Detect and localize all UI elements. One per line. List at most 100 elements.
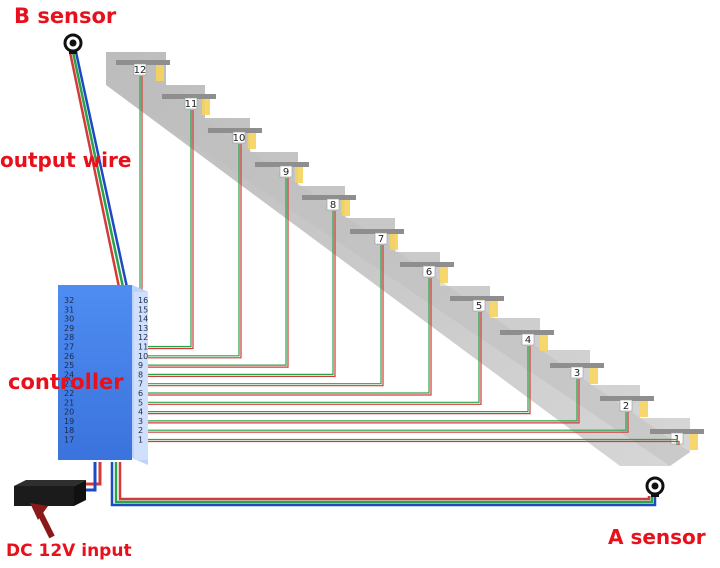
port-label-left: 20 bbox=[64, 408, 74, 417]
port-label-left: 31 bbox=[64, 305, 74, 314]
step-lamp-icon bbox=[490, 301, 498, 317]
step-lamp-icon bbox=[590, 368, 598, 384]
step-wire-green bbox=[148, 245, 382, 385]
step-number: 8 bbox=[330, 200, 336, 211]
port-label-right: 8 bbox=[138, 370, 143, 379]
step-wiring bbox=[139, 76, 680, 445]
port-label-right: 14 bbox=[138, 315, 148, 324]
port-label-left: 26 bbox=[64, 352, 74, 361]
step-lamp-icon bbox=[342, 200, 350, 216]
port-label-left: 22 bbox=[64, 389, 74, 398]
step-lamp-icon bbox=[156, 65, 164, 81]
a-sensor-wire bbox=[110, 462, 657, 507]
step-label-box bbox=[422, 265, 436, 278]
port-label-left: 30 bbox=[64, 315, 74, 324]
step-tread bbox=[600, 396, 654, 401]
port-label-right: 10 bbox=[138, 352, 148, 361]
port-label-left: 23 bbox=[64, 380, 74, 389]
step-tread bbox=[162, 94, 216, 99]
port-label-right: 15 bbox=[138, 305, 148, 314]
step-tread bbox=[350, 229, 404, 234]
port-label-left: 25 bbox=[64, 361, 74, 370]
step-wire-green bbox=[148, 312, 480, 403]
step-number: 3 bbox=[574, 368, 580, 379]
port-label-left: 32 bbox=[64, 296, 74, 305]
step-lamp-icon bbox=[295, 167, 303, 183]
b-sensor-label: B sensor bbox=[14, 4, 117, 28]
step-wire-green bbox=[148, 438, 678, 445]
port-label-right: 13 bbox=[138, 324, 148, 333]
port-label-left: 21 bbox=[64, 398, 74, 407]
step-wire-red bbox=[148, 412, 629, 433]
step-tread bbox=[116, 60, 170, 65]
step-tread bbox=[550, 363, 604, 368]
port-label-right: 9 bbox=[138, 361, 143, 370]
step-number: 7 bbox=[378, 234, 384, 245]
step-wire-red bbox=[148, 312, 482, 405]
step-wire-green bbox=[148, 211, 334, 375]
dc-input-arrow bbox=[30, 503, 55, 539]
step-wire-red bbox=[148, 110, 194, 350]
port-label-left: 27 bbox=[64, 343, 74, 352]
step-number: 10 bbox=[233, 133, 246, 144]
step-tread bbox=[650, 429, 704, 434]
port-label-right: 4 bbox=[138, 408, 143, 417]
step-lamp-icon bbox=[540, 335, 548, 351]
port-label-left: 28 bbox=[64, 333, 74, 342]
step-lamp-icon bbox=[440, 267, 448, 283]
step-number: 2 bbox=[623, 401, 629, 412]
step-tread bbox=[255, 162, 309, 167]
step-label-box bbox=[619, 399, 633, 412]
port-label-left: 29 bbox=[64, 324, 74, 333]
step-wire-red bbox=[148, 211, 336, 377]
b-sensor-wire bbox=[68, 51, 130, 293]
b-sensor-icon bbox=[63, 33, 83, 54]
port-label-left: 18 bbox=[64, 426, 74, 435]
port-label-right: 6 bbox=[138, 389, 143, 398]
step-tread bbox=[302, 195, 356, 200]
step-tread bbox=[400, 262, 454, 267]
port-label-left: 24 bbox=[64, 370, 74, 379]
controller-front bbox=[58, 285, 132, 460]
step-wire-green bbox=[148, 144, 240, 357]
step-wire-red bbox=[148, 440, 680, 445]
step-wire-red bbox=[148, 278, 432, 396]
step-wire-red bbox=[148, 178, 289, 368]
port-label-right: 1 bbox=[138, 436, 143, 445]
step-wire-green bbox=[148, 412, 627, 431]
output-wire-label: output wire bbox=[0, 148, 131, 172]
step-label-box bbox=[374, 232, 388, 245]
step-wire-green bbox=[148, 379, 578, 422]
port-label-right: 2 bbox=[138, 426, 143, 435]
controller-label: controller bbox=[8, 370, 124, 394]
step-tread bbox=[450, 296, 504, 301]
step-label-box bbox=[472, 299, 486, 312]
step-number: 6 bbox=[426, 267, 432, 278]
step-lamp-icon bbox=[248, 133, 256, 149]
step-label-box bbox=[232, 131, 246, 144]
step-label-box bbox=[326, 198, 340, 211]
step-tread bbox=[500, 330, 554, 335]
power-adapter bbox=[14, 480, 86, 506]
port-label-right: 5 bbox=[138, 398, 143, 407]
step-number: 9 bbox=[283, 167, 289, 178]
step-label-box bbox=[570, 366, 584, 379]
step-number: 12 bbox=[134, 65, 147, 76]
step-number: 4 bbox=[525, 335, 531, 346]
a-sensor-icon bbox=[645, 476, 665, 497]
step-label-box bbox=[133, 63, 147, 76]
step-wire-red bbox=[148, 144, 242, 359]
port-label-right: 16 bbox=[138, 296, 148, 305]
step-tread bbox=[208, 128, 262, 133]
step-wire-green bbox=[148, 346, 529, 413]
dc-input-wire bbox=[86, 462, 102, 492]
step-lamp-icon bbox=[640, 401, 648, 417]
step-label-box bbox=[521, 333, 535, 346]
step-wire-green bbox=[148, 278, 430, 394]
step-number: 11 bbox=[185, 99, 198, 110]
step-wire-green bbox=[148, 110, 192, 348]
port-label-right: 11 bbox=[138, 343, 148, 352]
